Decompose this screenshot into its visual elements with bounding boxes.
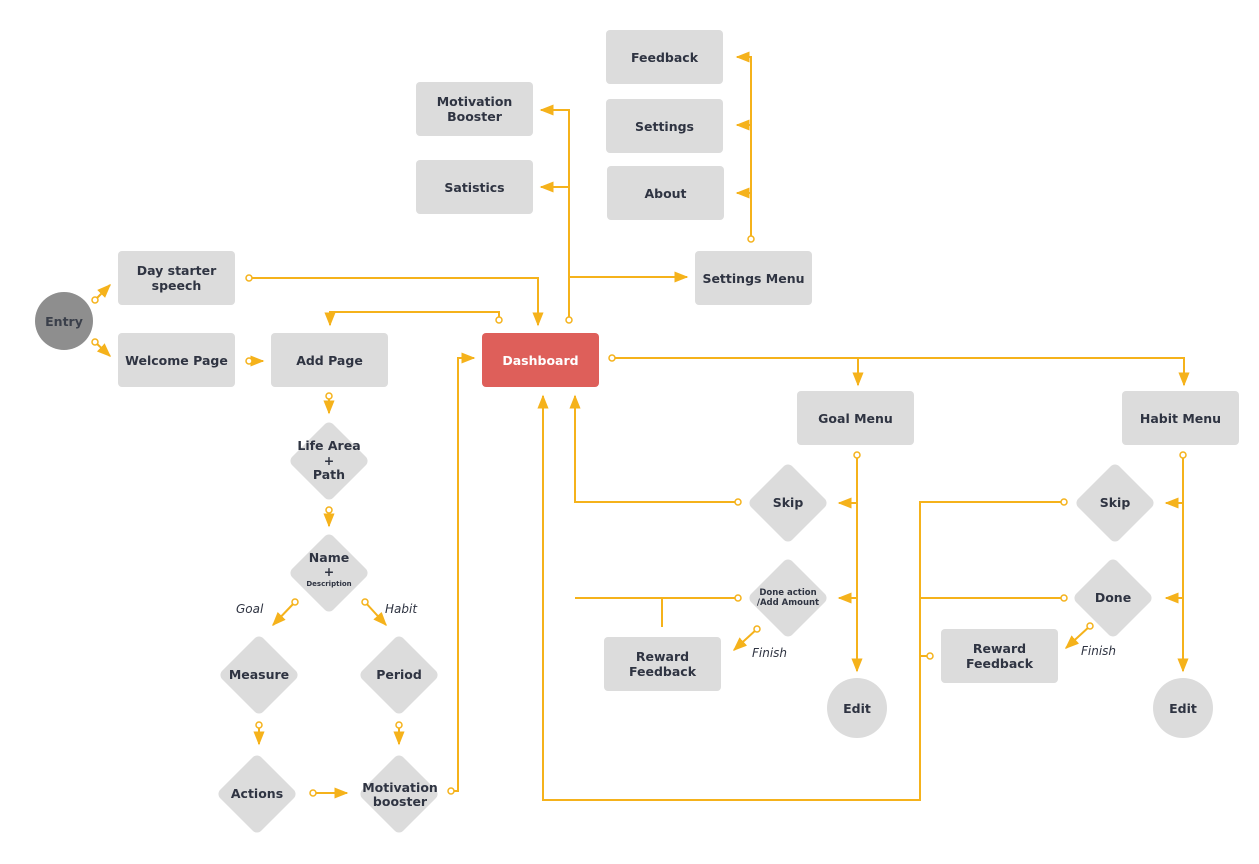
- connector-dashboard-to-menus: [612, 357, 1190, 387]
- life-area-label: Life Area + Path: [297, 438, 361, 483]
- feedback-node: Feedback: [606, 30, 723, 84]
- connector-origin-dot: [926, 652, 934, 660]
- connector-name-to-measure: [272, 601, 296, 627]
- connector-finish-goal: [732, 628, 758, 651]
- motivation-booster-flow-label: Motivation booster: [362, 779, 438, 809]
- add-page-node: Add Page: [271, 333, 388, 387]
- day-starter-speech-node: Day starter speech: [118, 251, 235, 305]
- connector-origin-dot: [495, 316, 503, 324]
- connector-origin-dot: [91, 296, 99, 304]
- period-label: Period: [376, 666, 422, 682]
- connector-name-to-period: [364, 601, 387, 627]
- connector-origin-dot: [255, 721, 263, 729]
- goal-reward-feedback-node: Reward Feedback: [604, 637, 721, 691]
- welcome-page-node: Welcome Page: [118, 333, 235, 387]
- connector-goal-skip-to-dashboard: [569, 394, 738, 503]
- goal-finish-edge-label: Finish: [752, 646, 788, 660]
- connector-origin-dot: [291, 598, 299, 606]
- dashboard-node: Dashboard: [482, 333, 599, 387]
- goal-menu-node: Goal Menu: [797, 391, 914, 445]
- connector-origin-dot: [1060, 594, 1068, 602]
- habit-done-label: Done: [1094, 589, 1132, 605]
- connector-dashboard-to-add-page: [324, 311, 500, 327]
- goal-done-label: Done action /Add Amount: [756, 588, 820, 608]
- connector-origin-dot: [309, 789, 317, 797]
- connector-origin-dot: [734, 594, 742, 602]
- name-label: Name +: [308, 549, 350, 579]
- connector-origin-dot: [1086, 622, 1094, 630]
- connector-origin-dot: [245, 274, 253, 282]
- connector-origin-dot: [91, 338, 99, 346]
- habit-reward-feedback-node: Reward Feedback: [941, 629, 1058, 683]
- connector-origin-dot: [1179, 451, 1187, 459]
- connector-finish-habit: [1064, 625, 1091, 649]
- connector-origin-dot: [753, 625, 761, 633]
- goal-edit-node: Edit: [827, 678, 887, 738]
- connector-origin-dot: [447, 787, 455, 795]
- habit-menu-node: Habit Menu: [1122, 391, 1239, 445]
- settings-menu-node: Settings Menu: [695, 251, 812, 305]
- connector-origin-dot: [325, 392, 333, 400]
- habit-skip-label: Skip: [1099, 494, 1131, 510]
- connector-origin-dot: [395, 721, 403, 729]
- measure-label: Measure: [228, 666, 290, 682]
- connector-origin-dot: [325, 506, 333, 514]
- connector-origin-dot: [361, 598, 369, 606]
- connector-booster-to-dashboard: [451, 352, 476, 792]
- about-node: About: [607, 166, 724, 220]
- connector-day-starter-to-dashboard: [249, 277, 544, 327]
- connector-origin-dot: [245, 357, 253, 365]
- entry-node: Entry: [35, 292, 93, 350]
- name-description-label: Description: [306, 579, 352, 588]
- connector-origin-dot: [608, 354, 616, 362]
- goal-skip-label: Skip: [772, 494, 804, 510]
- connector-settings-menu-to-feedback: [735, 51, 752, 239]
- connector-origin-dot: [565, 316, 573, 324]
- habit-edit-node: Edit: [1153, 678, 1213, 738]
- connector-origin-dot: [747, 235, 755, 243]
- actions-label: Actions: [230, 785, 284, 801]
- habit-finish-edge-label: Finish: [1081, 644, 1117, 658]
- statistics-node: Satistics: [416, 160, 533, 214]
- connector-dashboard-to-motivation-booster: [539, 104, 570, 320]
- connector-origin-dot: [734, 498, 742, 506]
- habit-edge-label: Habit: [385, 602, 418, 616]
- connector-origin-dot: [853, 451, 861, 459]
- connector-origin-dot: [1060, 498, 1068, 506]
- goal-edge-label: Goal: [236, 602, 264, 616]
- settings-node: Settings: [606, 99, 723, 153]
- connector-habit-skip-to-dashboard: [537, 394, 1064, 801]
- motivation-booster-node: Motivation Booster: [416, 82, 533, 136]
